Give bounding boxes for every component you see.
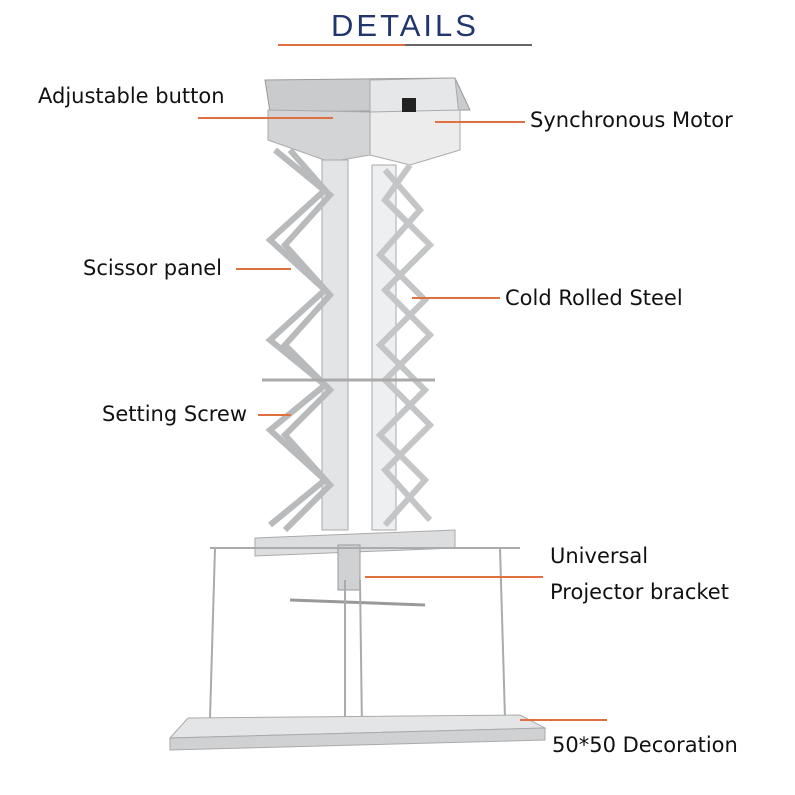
leader-adjustable-button bbox=[198, 117, 333, 119]
label-scissor-panel: Scissor panel bbox=[83, 256, 223, 280]
motor-box-front bbox=[267, 109, 371, 163]
label-cold-rolled-steel: Cold Rolled Steel bbox=[505, 286, 683, 310]
scissor-right bbox=[375, 163, 435, 527]
bracket-mount bbox=[337, 544, 361, 591]
leader-projector-bracket bbox=[365, 576, 543, 578]
leader-decoration bbox=[520, 719, 607, 721]
title-underline bbox=[405, 44, 532, 46]
leader-cold-rolled-steel bbox=[412, 297, 500, 299]
label-decoration: 50*50 Decoration bbox=[552, 733, 738, 757]
label-adjustable-button: Adjustable button bbox=[38, 84, 225, 108]
label-setting-screw: Setting Screw bbox=[102, 402, 248, 426]
label-projector-bracket: Projector bracket bbox=[550, 580, 729, 604]
leader-scissor-panel bbox=[236, 268, 291, 270]
label-universal: Universal bbox=[550, 544, 649, 568]
scissor-left bbox=[265, 147, 335, 533]
label-synchronous-motor: Synchronous Motor bbox=[530, 108, 733, 132]
column-left bbox=[321, 159, 349, 531]
page-title: DETAILS bbox=[331, 8, 479, 43]
motor-switch bbox=[402, 98, 416, 112]
leader-setting-screw bbox=[258, 414, 291, 416]
leader-synchronous-motor bbox=[435, 121, 525, 123]
title-underline-accent bbox=[278, 44, 405, 46]
